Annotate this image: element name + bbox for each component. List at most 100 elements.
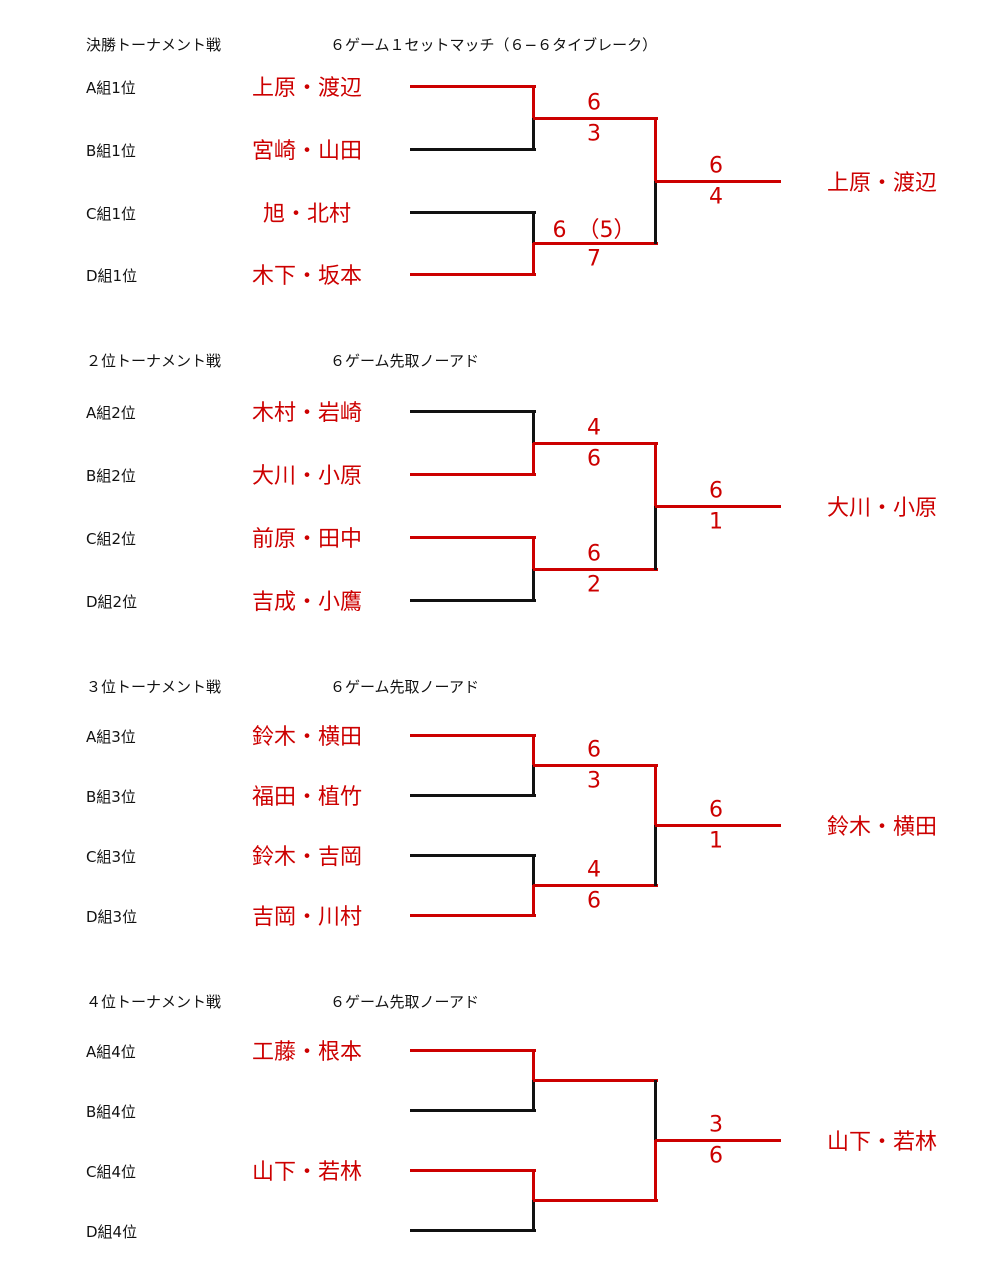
bracket-line <box>410 410 536 413</box>
bracket-line <box>410 273 536 276</box>
bracket-line <box>654 181 657 244</box>
section-title: ３位トーナメント戦 <box>86 678 222 696</box>
bracket-line <box>655 1139 781 1142</box>
team-name: 宮崎・山田 <box>251 139 362 164</box>
bracket-line <box>532 537 535 570</box>
bracket-line <box>532 86 535 119</box>
match-format: ６ゲーム先取ノーアド <box>330 993 479 1011</box>
match-format: ６ゲーム先取ノーアド <box>330 352 479 370</box>
champion-name: 鈴木・横田 <box>826 815 937 840</box>
bracket-line <box>533 242 658 245</box>
group-label: D組1位 <box>86 267 138 285</box>
semi-score-bottom: 2 <box>587 572 601 598</box>
bracket-line <box>410 734 536 737</box>
final-score-top: 6 <box>709 153 723 179</box>
bracket-line <box>533 568 658 571</box>
bracket-line <box>655 505 781 508</box>
bracket-line <box>532 118 535 150</box>
bracket-line <box>410 536 536 539</box>
bracket-line <box>532 765 535 796</box>
team-name: 前原・田中 <box>251 527 362 552</box>
bracket-line <box>533 1199 658 1202</box>
semi-score-top: 6 <box>587 541 601 567</box>
final-score-top: 3 <box>709 1112 723 1138</box>
bracket-line <box>410 1229 536 1232</box>
team-name: 吉成・小鷹 <box>251 590 362 615</box>
semi-score-top: 6 <box>587 90 601 116</box>
bracket-line <box>532 443 535 475</box>
team-name: 福田・植竹 <box>251 785 362 810</box>
group-label: B組2位 <box>86 467 136 485</box>
bracket-line <box>410 85 536 88</box>
semi-score-bottom: 3 <box>587 768 601 794</box>
team-name: 吉岡・川村 <box>251 905 362 930</box>
team-name: 大川・小原 <box>251 464 362 489</box>
final-score-bottom: 1 <box>709 828 723 854</box>
semi-score-bottom: 6 <box>587 446 601 472</box>
bracket-line <box>654 1080 657 1141</box>
bracket-line <box>532 1050 535 1081</box>
semi-score-bottom: 6 <box>587 888 601 914</box>
group-label: A組1位 <box>86 79 136 97</box>
bracket-line <box>410 1049 536 1052</box>
bracket-line <box>533 1079 658 1082</box>
bracket-line <box>532 243 535 275</box>
group-label: B組1位 <box>86 142 136 160</box>
final-score-top: 6 <box>709 797 723 823</box>
champion-name: 上原・渡辺 <box>826 171 937 196</box>
section-title: ４位トーナメント戦 <box>86 993 222 1011</box>
section-title: ２位トーナメント戦 <box>86 352 222 370</box>
team-name: 木村・岩崎 <box>251 401 362 426</box>
bracket-line <box>654 118 657 182</box>
group-label: A組2位 <box>86 404 136 422</box>
semi-score-top: 4 <box>587 415 601 441</box>
section-title: 決勝トーナメント戦 <box>86 36 222 54</box>
bracket-line <box>533 117 658 120</box>
group-label: D組3位 <box>86 908 138 926</box>
bracket-line <box>532 569 535 601</box>
bracket-line <box>410 914 536 917</box>
bracket-line <box>654 506 657 570</box>
semi-score-top: 4 <box>587 857 601 883</box>
bracket-line <box>410 599 536 602</box>
match-format: ６ゲーム１セットマッチ（６−６タイブレーク） <box>330 36 658 54</box>
bracket-line <box>655 180 781 183</box>
semi-score-bottom: 7 <box>587 246 601 272</box>
bracket-line <box>410 148 536 151</box>
group-label: A組4位 <box>86 1043 136 1061</box>
bracket-line <box>410 794 536 797</box>
group-label: C組4位 <box>86 1163 137 1181</box>
final-score-bottom: 4 <box>709 184 723 210</box>
bracket-line <box>532 212 535 244</box>
team-name: 旭・北村 <box>262 202 351 227</box>
bracket-line <box>532 885 535 916</box>
bracket-line <box>410 854 536 857</box>
group-label: B組3位 <box>86 788 136 806</box>
bracket-line <box>410 473 536 476</box>
bracket-line <box>410 1169 536 1172</box>
bracket-line <box>532 1200 535 1231</box>
final-score-bottom: 6 <box>709 1143 723 1169</box>
team-name: 工藤・根本 <box>251 1040 362 1065</box>
final-score-top: 6 <box>709 478 723 504</box>
group-label: D組2位 <box>86 593 138 611</box>
team-name: 木下・坂本 <box>251 264 362 289</box>
semi-score-top: 6 <box>587 737 601 763</box>
team-name: 鈴木・吉岡 <box>251 845 362 870</box>
group-label: D組4位 <box>86 1223 138 1241</box>
semi-score-top: 6 （5） <box>552 218 636 243</box>
bracket-line <box>654 825 657 886</box>
bracket-line <box>532 855 535 886</box>
group-label: A組3位 <box>86 728 136 746</box>
bracket-line <box>654 765 657 826</box>
match-format: ６ゲーム先取ノーアド <box>330 678 479 696</box>
bracket-line <box>654 443 657 507</box>
bracket-line <box>533 764 658 767</box>
bracket-line <box>532 1170 535 1201</box>
champion-name: 大川・小原 <box>826 496 937 521</box>
group-label: C組2位 <box>86 530 137 548</box>
final-score-bottom: 1 <box>709 509 723 535</box>
bracket-line <box>410 211 536 214</box>
team-name: 山下・若林 <box>251 1160 362 1185</box>
bracket-line <box>533 884 658 887</box>
